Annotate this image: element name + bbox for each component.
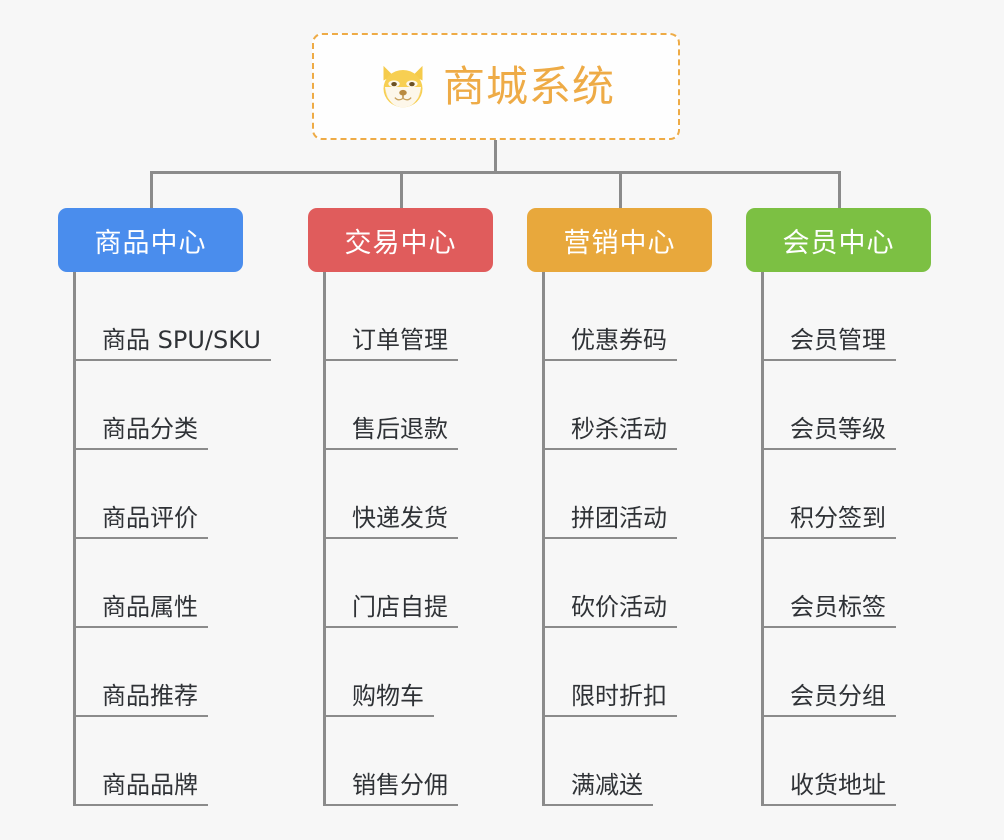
leaf-label: 销售分佣 xyxy=(323,771,458,806)
leaf-list-4: 会员管理 会员等级 积分签到 会员标签 会员分组 收货地址 xyxy=(761,272,896,806)
leaf-label: 满减送 xyxy=(542,771,653,806)
branch-header-4[interactable]: 会员中心 xyxy=(746,208,931,272)
branch-header-3[interactable]: 营销中心 xyxy=(527,208,712,272)
leaf-item[interactable]: 商品属性 xyxy=(73,539,271,628)
leaf-item[interactable]: 会员管理 xyxy=(761,272,896,361)
branch-header-label: 商品中心 xyxy=(94,227,207,259)
leaf-label: 商品分类 xyxy=(73,415,208,450)
leaf-item[interactable]: 收货地址 xyxy=(761,717,896,806)
leaf-item[interactable]: 限时折扣 xyxy=(542,628,677,717)
leaf-item[interactable]: 快递发货 xyxy=(323,450,458,539)
leaf-label: 订单管理 xyxy=(323,326,458,361)
leaf-label: 会员分组 xyxy=(761,682,896,717)
leaf-label: 门店自提 xyxy=(323,593,458,628)
leaf-item[interactable]: 商品品牌 xyxy=(73,717,271,806)
leaf-item[interactable]: 满减送 xyxy=(542,717,677,806)
branch-trunk-2 xyxy=(323,272,326,806)
root-node[interactable]: 商城系统 xyxy=(312,33,680,140)
branch-trunk-1 xyxy=(73,272,76,806)
leaf-item[interactable]: 门店自提 xyxy=(323,539,458,628)
leaf-label: 砍价活动 xyxy=(542,593,677,628)
leaf-label: 快递发货 xyxy=(323,504,458,539)
root-title: 商城系统 xyxy=(442,61,615,111)
leaf-label: 秒杀活动 xyxy=(542,415,677,450)
leaf-label: 售后退款 xyxy=(323,415,458,450)
leaf-item[interactable]: 商品分类 xyxy=(73,361,271,450)
branch-header-label: 营销中心 xyxy=(563,227,676,259)
leaf-list-2: 订单管理 售后退款 快递发货 门店自提 购物车 销售分佣 xyxy=(323,272,458,806)
leaf-label: 商品推荐 xyxy=(73,682,208,717)
branch-header-label: 交易中心 xyxy=(344,227,457,259)
connector-horizontal-bus xyxy=(150,171,841,174)
leaf-item[interactable]: 优惠券码 xyxy=(542,272,677,361)
leaf-item[interactable]: 拼团活动 xyxy=(542,450,677,539)
leaf-label: 会员管理 xyxy=(761,326,896,361)
leaf-label: 商品品牌 xyxy=(73,771,208,806)
connector-drop-1 xyxy=(150,171,153,209)
connector-root-stem xyxy=(494,140,497,174)
connector-drop-3 xyxy=(619,171,622,209)
branch-header-1[interactable]: 商品中心 xyxy=(58,208,243,272)
leaf-item[interactable]: 会员标签 xyxy=(761,539,896,628)
connector-drop-2 xyxy=(400,171,403,209)
leaf-label: 商品 SPU/SKU xyxy=(73,326,271,361)
leaf-label: 商品属性 xyxy=(73,593,208,628)
branch-header-2[interactable]: 交易中心 xyxy=(308,208,493,272)
leaf-item[interactable]: 砍价活动 xyxy=(542,539,677,628)
leaf-list-1: 商品 SPU/SKU 商品分类 商品评价 商品属性 商品推荐 商品品牌 xyxy=(73,272,271,806)
leaf-item[interactable]: 秒杀活动 xyxy=(542,361,677,450)
branch-trunk-3 xyxy=(542,272,545,806)
leaf-label: 积分签到 xyxy=(761,504,896,539)
leaf-label: 购物车 xyxy=(323,682,434,717)
leaf-item[interactable]: 商品评价 xyxy=(73,450,271,539)
leaf-item[interactable]: 销售分佣 xyxy=(323,717,458,806)
leaf-item[interactable]: 订单管理 xyxy=(323,272,458,361)
leaf-label: 商品评价 xyxy=(73,504,208,539)
branch-header-label: 会员中心 xyxy=(782,227,895,259)
leaf-item[interactable]: 商品推荐 xyxy=(73,628,271,717)
leaf-label: 会员标签 xyxy=(761,593,896,628)
leaf-item[interactable]: 商品 SPU/SKU xyxy=(73,272,271,361)
leaf-item[interactable]: 购物车 xyxy=(323,628,458,717)
leaf-label: 会员等级 xyxy=(761,415,896,450)
connector-drop-4 xyxy=(838,171,841,209)
leaf-item[interactable]: 积分签到 xyxy=(761,450,896,539)
leaf-label: 限时折扣 xyxy=(542,682,677,717)
leaf-label: 优惠券码 xyxy=(542,326,677,361)
shiba-dog-face-icon xyxy=(383,65,423,108)
leaf-item[interactable]: 会员等级 xyxy=(761,361,896,450)
leaf-list-3: 优惠券码 秒杀活动 拼团活动 砍价活动 限时折扣 满减送 xyxy=(542,272,677,806)
leaf-item[interactable]: 会员分组 xyxy=(761,628,896,717)
leaf-label: 拼团活动 xyxy=(542,504,677,539)
leaf-item[interactable]: 售后退款 xyxy=(323,361,458,450)
branch-trunk-4 xyxy=(761,272,764,806)
leaf-label: 收货地址 xyxy=(761,771,896,806)
